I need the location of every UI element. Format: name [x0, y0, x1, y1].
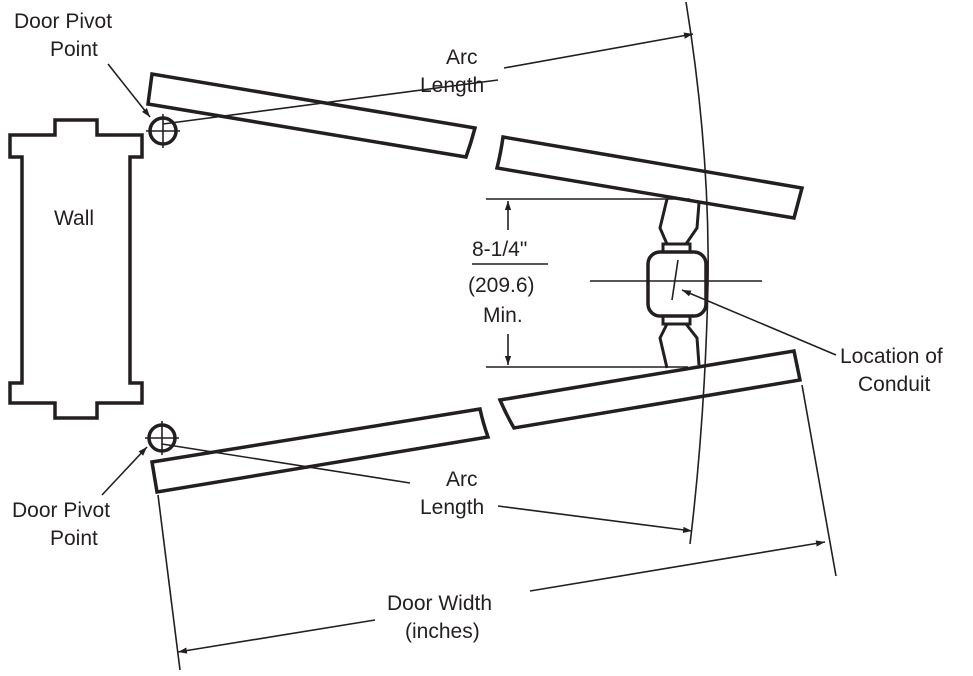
top-arc-label-line2: Length [420, 74, 484, 97]
top-arc-label-line1: Arc [446, 46, 478, 69]
door-width-arrow-right [529, 540, 826, 592]
conduit-label-line2: Conduit [858, 373, 931, 396]
bottom-arc-arrow [497, 505, 693, 533]
dim-imperial-label: 8-1/4" [472, 238, 527, 261]
bottom-arc-label-line1: Arc [446, 468, 478, 491]
door-width-arrow-left [177, 619, 376, 654]
door-width-ext-right [801, 384, 837, 577]
door-width-ext-left [157, 494, 181, 671]
top-arc-radius-line [162, 79, 499, 125]
top-pivot-label-line2: Point [50, 38, 98, 61]
dim-min-label: Min. [483, 304, 523, 327]
bottom-arc-label-line2: Length [420, 496, 484, 519]
bottom-door-right-segment [497, 348, 803, 430]
top-door-left-segment [146, 71, 478, 159]
wall-label: Wall [54, 207, 94, 230]
door-swing-arc [685, 1, 709, 545]
conduit-assembly [646, 198, 708, 369]
conduit-leader [681, 289, 837, 356]
conduit-centerline-v [671, 259, 679, 301]
door-width-label-line2: (inches) [405, 620, 480, 643]
top-pivot-label-line1: Door Pivot [14, 10, 112, 33]
bottom-pivot-label-line1: Door Pivot [12, 499, 110, 522]
bottom-arc-radius-line [161, 443, 411, 484]
top-arc-arrow [503, 32, 694, 69]
bottom-door-left-segment [149, 407, 491, 495]
top-pivot-leader [107, 63, 151, 118]
dim-metric-label: (209.6) [468, 274, 535, 297]
conduit-label-line1: Location of [840, 345, 943, 368]
top-door-right-segment [494, 134, 805, 220]
door-width-label-line1: Door Width [387, 592, 492, 615]
bottom-pivot-leader [101, 446, 148, 496]
bottom-pivot-label-line2: Point [50, 527, 98, 550]
wall-outline [8, 118, 144, 420]
